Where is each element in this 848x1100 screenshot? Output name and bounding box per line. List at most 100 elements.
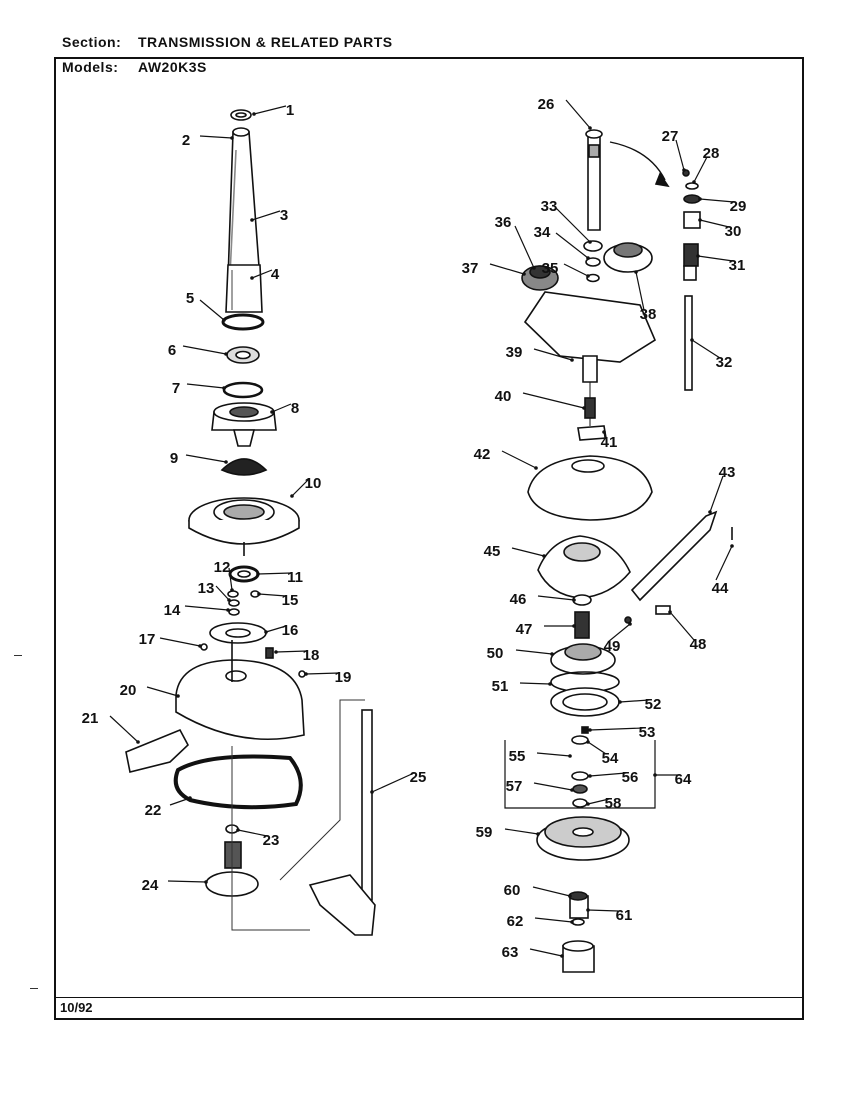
callout-label-45: 45	[484, 543, 501, 560]
callout-leader-50	[515, 649, 553, 655]
callout-label-60: 60	[504, 882, 521, 899]
callout-arrowhead-55	[568, 754, 572, 758]
callout-label-48: 48	[690, 636, 707, 653]
callout-arrowhead-23	[236, 828, 240, 832]
callout-arrowhead-1	[252, 112, 256, 116]
callout-leader-31	[697, 255, 734, 262]
callout-leader-60	[532, 886, 571, 897]
callout-leader-14	[184, 605, 229, 611]
callout-label-4: 4	[271, 266, 280, 283]
callout-leader-1	[253, 105, 287, 115]
callout-arrowhead-50	[550, 652, 554, 656]
callout-arrowhead-29	[698, 197, 702, 201]
callout-label-39: 39	[506, 344, 523, 361]
callout-label-10: 10	[305, 475, 322, 492]
callout-label-31: 31	[729, 257, 746, 274]
callout-arrowhead-63	[560, 954, 564, 958]
callout-label-3: 3	[280, 207, 288, 224]
callout-arrowhead-24	[204, 880, 208, 884]
callout-label-21: 21	[82, 710, 99, 727]
callout-leader-5	[199, 299, 225, 321]
footer-divider	[54, 997, 804, 998]
callout-arrowhead-56	[588, 774, 592, 778]
callout-arrowhead-62	[570, 920, 574, 924]
callout-label-55: 55	[509, 748, 526, 765]
callout-label-11: 11	[287, 569, 303, 586]
callout-arrowhead-30	[698, 218, 702, 222]
callout-leader-56	[589, 772, 627, 777]
callout-leader-13	[215, 585, 230, 601]
callout-label-17: 17	[139, 631, 156, 648]
callout-label-29: 29	[730, 198, 747, 215]
callout-leader-48	[669, 611, 695, 641]
callout-label-23: 23	[263, 832, 280, 849]
callout-leader-54	[587, 741, 607, 755]
callout-label-19: 19	[335, 669, 352, 686]
callout-label-57: 57	[506, 778, 523, 795]
callout-label-24: 24	[142, 877, 159, 894]
callout-label-62: 62	[507, 913, 524, 930]
callout-label-8: 8	[291, 400, 299, 417]
callout-arrowhead-64	[653, 773, 657, 777]
callout-arrowhead-5	[222, 318, 226, 322]
callout-leader-46	[537, 595, 575, 601]
callout-leader-8	[271, 403, 292, 413]
callout-label-7: 7	[172, 380, 180, 397]
callout-label-18: 18	[303, 647, 320, 664]
callout-leader-7	[186, 383, 225, 389]
callout-leader-42	[501, 450, 537, 469]
callout-leader-15	[258, 593, 287, 597]
callout-leader-58	[587, 798, 610, 805]
callout-leader-49	[607, 623, 631, 643]
callout-leader-3	[251, 210, 281, 221]
callout-arrowhead-32	[690, 338, 694, 342]
callout-leader-29	[699, 198, 735, 203]
callout-leader-21	[109, 715, 139, 743]
callout-label-49: 49	[604, 638, 621, 655]
callout-leader-16	[265, 625, 287, 633]
callout-label-36: 36	[495, 214, 512, 231]
callout-label-43: 43	[719, 464, 736, 481]
callout-arrowhead-7	[222, 386, 226, 390]
callout-label-13: 13	[198, 580, 215, 597]
callout-arrowhead-59	[536, 832, 540, 836]
callout-label-22: 22	[145, 802, 162, 819]
callout-arrowhead-45	[542, 554, 546, 558]
callout-leader-43	[709, 475, 724, 513]
callout-label-32: 32	[716, 354, 733, 371]
callout-label-63: 63	[502, 944, 519, 961]
callout-label-6: 6	[168, 342, 176, 359]
callout-label-58: 58	[605, 795, 622, 812]
callout-label-15: 15	[282, 592, 299, 609]
callout-label-59: 59	[476, 824, 493, 841]
callout-label-40: 40	[495, 388, 512, 405]
callout-leader-59	[504, 828, 539, 835]
section-title: TRANSMISSION & RELATED PARTS	[138, 34, 393, 50]
callout-leader-51	[519, 682, 551, 685]
callout-label-25: 25	[410, 769, 427, 786]
callout-arrowhead-31	[696, 254, 700, 258]
margin-tick	[14, 655, 22, 656]
callout-label-28: 28	[703, 145, 720, 162]
callout-arrowhead-61	[586, 908, 590, 912]
callout-leader-32	[691, 339, 721, 359]
models-line: Models:AW20K3S	[62, 59, 207, 75]
callout-label-64: 64	[675, 771, 692, 788]
callout-label-14: 14	[164, 602, 181, 619]
callout-leader-30	[699, 219, 730, 228]
callout-leader-25	[371, 772, 415, 793]
callout-arrowhead-11	[256, 572, 260, 576]
callout-arrowhead-17	[198, 644, 202, 648]
callout-arrowhead-34	[586, 256, 590, 260]
callout-leader-18	[275, 650, 308, 653]
callout-arrowhead-58	[586, 802, 590, 806]
callout-label-47: 47	[516, 621, 533, 638]
callout-leader-63	[529, 948, 563, 957]
callout-arrowhead-47	[572, 624, 576, 628]
callout-label-5: 5	[186, 290, 194, 307]
callout-leader-23	[237, 829, 268, 837]
callout-leader-9	[185, 454, 227, 463]
callout-leader-37	[489, 263, 525, 275]
callout-label-34: 34	[534, 224, 551, 241]
callout-leader-27	[675, 139, 685, 171]
